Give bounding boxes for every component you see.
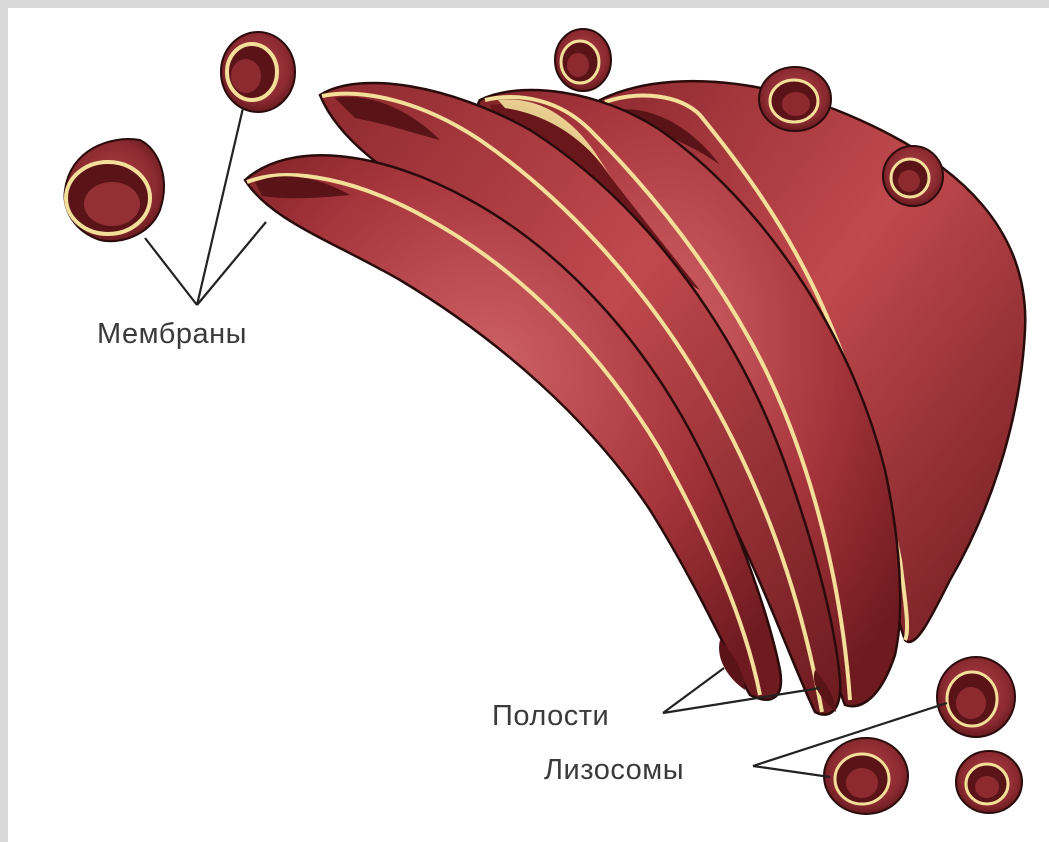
vesicle-top-center <box>555 29 611 91</box>
vesicle-top-right <box>759 67 831 131</box>
lysosome-lower-left <box>824 738 908 814</box>
membranes-leader-lines <box>145 108 266 305</box>
vesicle-top-left-small <box>221 32 295 112</box>
vesicle-left-large <box>65 139 164 241</box>
label-lysosomes: Лизосомы <box>544 754 684 787</box>
label-membranes: Мембраны <box>97 318 247 351</box>
vesicle-on-cisterna <box>883 146 943 206</box>
label-cavities: Полости <box>492 700 609 733</box>
lysosome-lower-right <box>956 751 1022 813</box>
lysosome-upper <box>937 657 1015 737</box>
